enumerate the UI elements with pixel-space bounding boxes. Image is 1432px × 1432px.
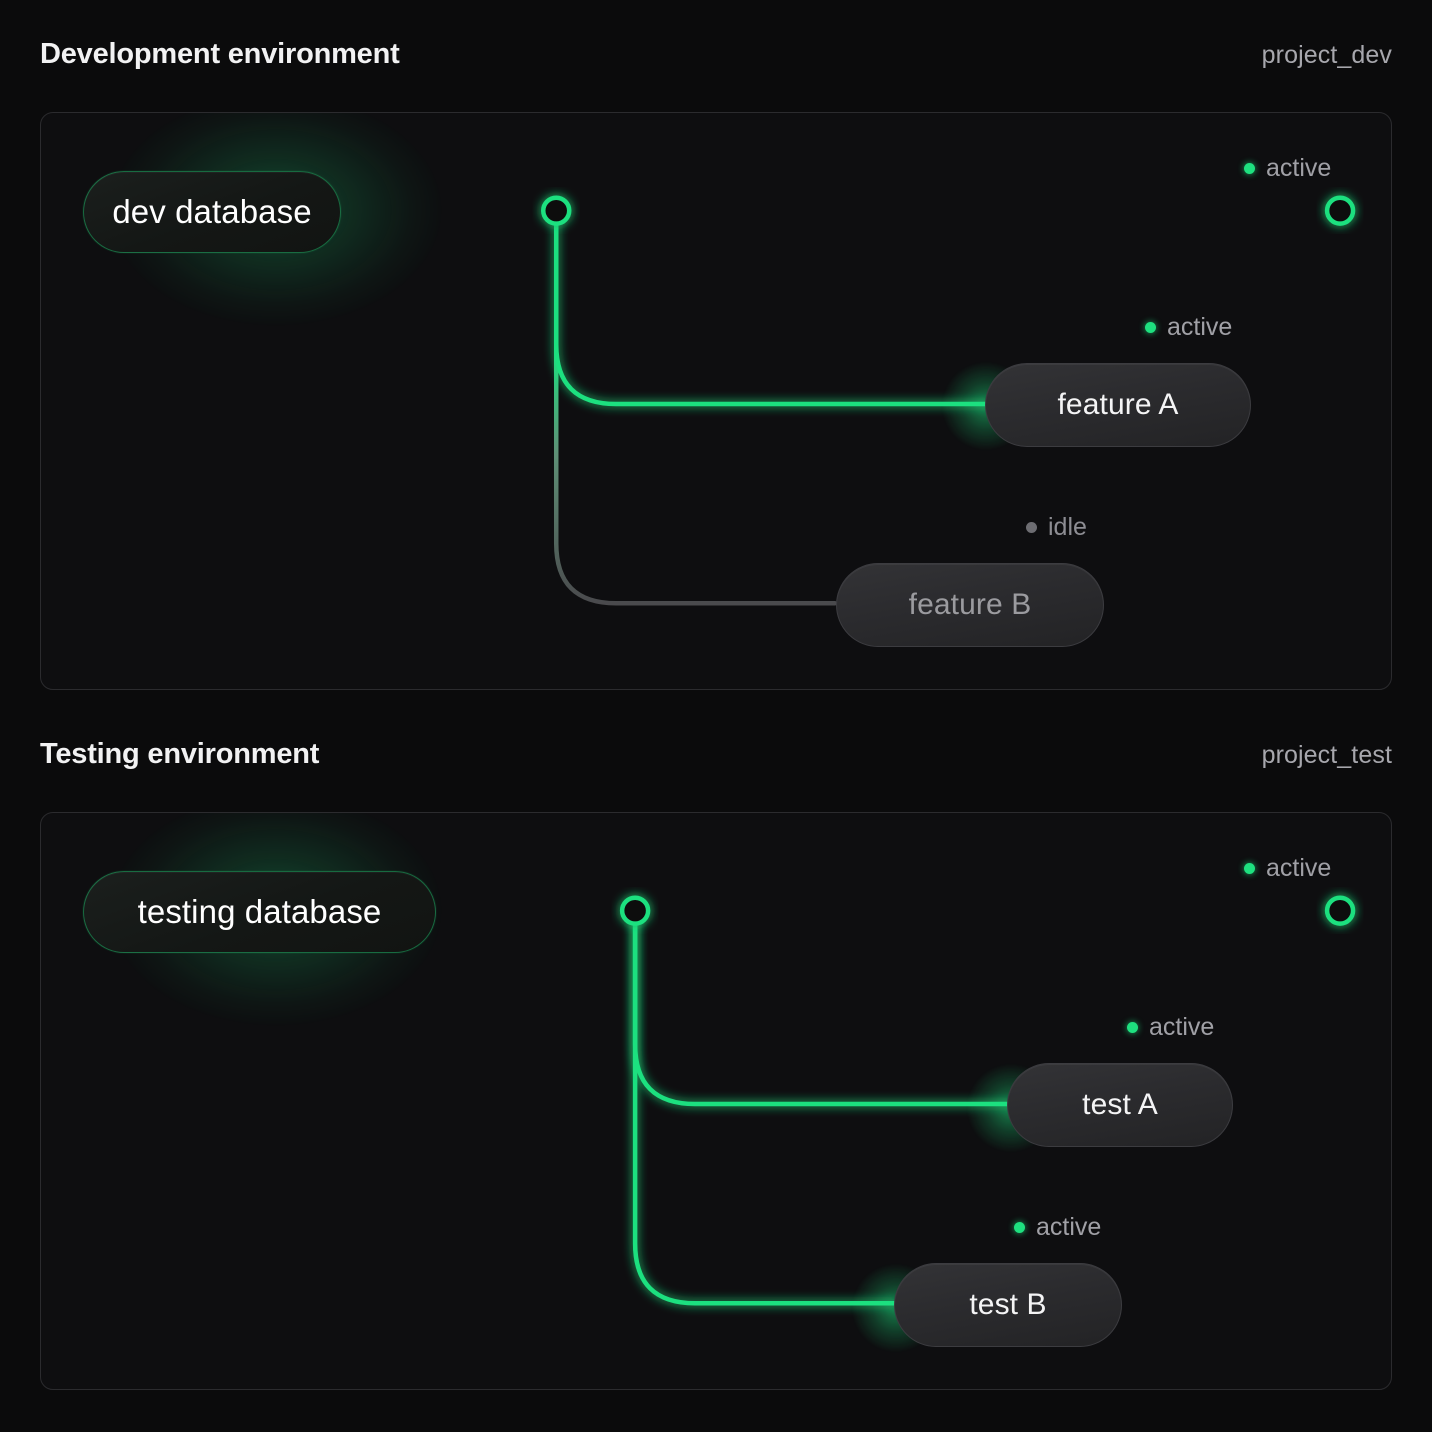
status-badge-test-b: active [1014,1213,1101,1242]
panel-testing: testing database active active test A ac… [40,812,1392,1390]
connector-dev-feature-a-branch [553,208,990,407]
node-feature-a-label: feature A [1057,388,1179,421]
project-name-testing: project_test [1261,741,1392,769]
project-name-development: project_dev [1261,41,1392,69]
junction-node-testing [619,895,651,926]
endpoint-node-testing [1324,895,1356,926]
status-dot-icon [1145,322,1156,333]
node-dev-database[interactable]: dev database [83,171,341,253]
status-badge-feature-a: active [1145,313,1232,342]
connector-test-a-branch [632,908,1012,1107]
page-title-testing: Testing environment [40,738,320,770]
status-label: active [1149,1013,1215,1041]
node-testing-database[interactable]: testing database [83,871,436,953]
status-badge-test-trunk: active [1244,854,1331,883]
section-header-development: Development environment project_dev [40,38,1392,82]
status-label: active [1266,154,1332,182]
panel-development: dev database active active feature A idl… [40,112,1392,690]
status-dot-icon [1244,163,1255,174]
node-dev-database-label: dev database [112,193,312,230]
section-header-testing: Testing environment project_test [40,738,1392,782]
connector-canvas-development [41,113,1391,689]
node-testing-database-label: testing database [137,893,382,930]
status-label: active [1036,1213,1102,1241]
status-dot-icon [1127,1022,1138,1033]
node-test-a[interactable]: test A [1007,1063,1233,1147]
connector-dev-idle-branch [553,208,838,606]
endpoint-node-development [1324,195,1356,226]
section-development: Development environment project_dev [0,0,1432,712]
node-test-b[interactable]: test B [894,1263,1122,1347]
status-label: idle [1048,513,1087,541]
node-test-a-label: test A [1082,1088,1158,1121]
connector-test-b-branch [632,908,897,1306]
status-dot-icon [1244,863,1255,874]
status-badge-test-a: active [1127,1013,1214,1042]
node-feature-a[interactable]: feature A [985,363,1251,447]
status-label: active [1266,854,1332,882]
connector-canvas-testing [41,813,1391,1389]
status-badge-feature-b: idle [1026,513,1087,542]
page-title-development: Development environment [40,38,400,70]
status-dot-icon [1026,522,1037,533]
node-feature-b-label: feature B [908,588,1032,621]
status-badge-dev-trunk: active [1244,154,1331,183]
junction-node-development [541,195,572,226]
node-test-b-label: test B [969,1288,1047,1321]
status-dot-icon [1014,1222,1025,1233]
node-feature-b[interactable]: feature B [836,563,1104,647]
section-testing: Testing environment project_test [0,700,1432,1412]
status-label: active [1167,313,1233,341]
